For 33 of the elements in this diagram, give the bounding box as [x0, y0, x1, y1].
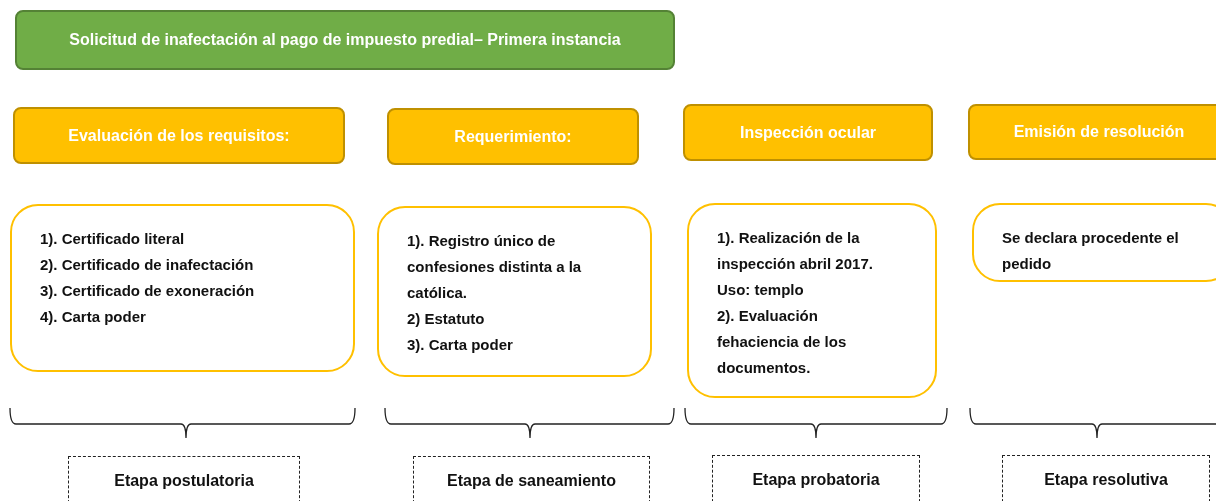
list-item: 2). Evaluación fehaciencia de los documentos.: [717, 306, 848, 378]
list-item: 3). Carta poder: [407, 335, 514, 355]
title-banner: [15, 10, 675, 70]
content-card: [10, 204, 355, 372]
content-card: [377, 206, 652, 377]
content-card: [687, 203, 937, 398]
list-item: Uso: templo: [717, 280, 805, 300]
list-item: 2). Certificado de inafectación: [40, 255, 255, 275]
header-text: Evaluación de los requisitos:: [68, 125, 290, 146]
stage-label: Etapa probatoria: [752, 470, 880, 490]
content-card: [972, 203, 1216, 282]
stage-header: [968, 104, 1216, 160]
list-item: 1). Certificado literal: [40, 229, 186, 249]
title-text: Solicitud de inafectación al pago de impuesto predial– Primera instancia: [69, 30, 621, 50]
list-item: 2) Estatuto: [407, 309, 486, 329]
list-item: 1). Realización de la inspección abril 2017.: [717, 228, 874, 274]
stage-label: Etapa postulatoria: [114, 471, 254, 491]
list-item: 1). Registro único de confesiones distinta a la católica.: [407, 231, 583, 303]
stage-box: [413, 456, 650, 501]
stage-header: [387, 108, 639, 165]
stage-box: [1002, 455, 1210, 501]
list-item: Se declara procedente el pedido: [1002, 228, 1180, 274]
stage-header: [683, 104, 933, 161]
header-text: Inspección ocular: [739, 122, 876, 143]
header-text: Emisión de resolución: [1013, 122, 1185, 142]
stage-header: [13, 107, 345, 164]
header-text: Requerimiento:: [454, 126, 572, 147]
stage-label: Etapa resolutiva: [1044, 470, 1168, 490]
stage-box: [712, 455, 920, 501]
stage-label: Etapa de saneamiento: [447, 471, 616, 491]
stage-box: [68, 456, 300, 501]
list-item: 4). Carta poder: [40, 307, 147, 327]
list-item: 3). Certificado de exoneración: [40, 281, 256, 301]
